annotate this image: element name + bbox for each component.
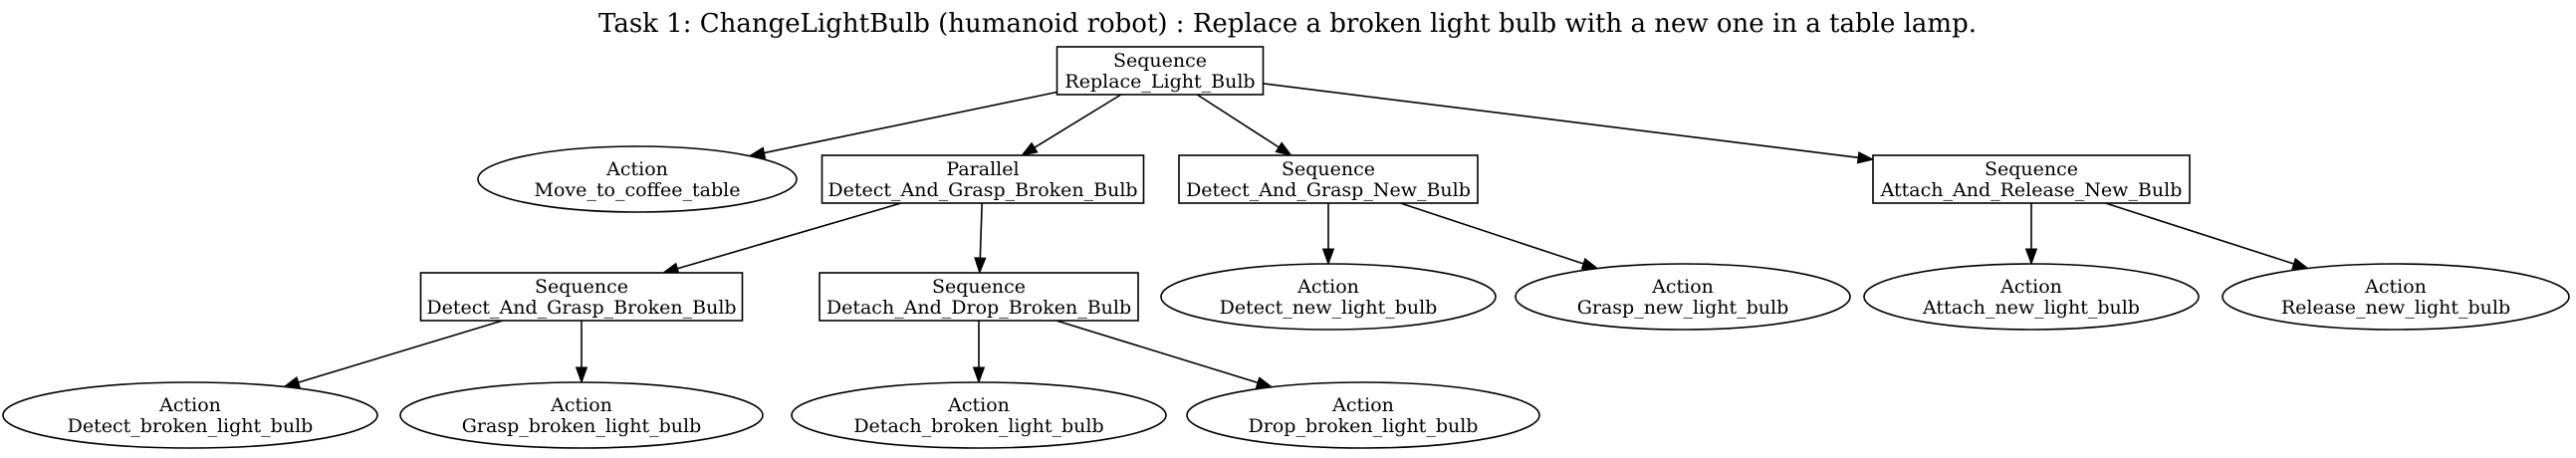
node-kind-label: Action [1651,276,1714,298]
node-ellipse [2222,263,2570,331]
node-name-label: Replace_Light_Bulb [1064,71,1255,93]
node-name-label: Move_to_coffee_table [535,179,741,201]
node-kind-label: Sequence [1985,158,2078,180]
node-box [419,272,744,322]
node-name-label: Drop_broken_light_bulb [1249,415,1479,437]
node-kind-label: Action [2364,276,2427,298]
edge-seq-detach-to-a-drop [1055,320,1259,384]
node-name-label: Detect_new_light_bulb [1220,297,1438,319]
edge-root-to-par-broken [1034,94,1122,148]
node-box [819,272,1139,322]
node-box [1055,46,1265,96]
node-kind-label: Parallel [946,158,1019,180]
edge-root-to-seq-attach [1263,83,1859,159]
edge-seq-new-to-a-grasp-new [1400,202,1584,265]
node-name-label: Detect_And_Grasp_New_Bulb [1186,179,1471,201]
arrowhead-icon [1856,151,1875,164]
nodes: SequenceReplace_Light_BulbActionMove_to_… [2,46,2570,449]
arrowhead-icon [1275,141,1293,156]
node-kind-label: Action [1999,276,2062,298]
node-name-label: Detach_broken_light_bulb [853,415,1103,437]
edge-root-to-move [764,91,1057,154]
node-ellipse [1160,263,1497,331]
node-kind-label: Sequence [535,276,628,298]
node-name-label: Attach_new_light_bulb [1922,297,2140,319]
arrowhead-icon [1580,257,1599,270]
arrowhead-icon [1020,141,1039,156]
node-name-label: Detach_And_Drop_Broken_Bulb [826,297,1131,319]
arrowhead-icon [2291,257,2310,270]
edge-seq-attach-to-a-release [2105,202,2294,265]
arrowhead-icon [1321,248,1335,266]
node-kind-label: Action [605,158,668,180]
node-ellipse [2,381,378,449]
node-ellipse [1863,263,2200,331]
edge-root-to-seq-new [1196,94,1280,148]
arrowhead-icon [1255,376,1274,389]
node-kind-label: Sequence [1113,50,1207,72]
node-box [1178,154,1479,204]
node-name-label: Attach_And_Release_New_Bulb [1880,179,2183,201]
node-kind-label: Action [1296,276,1359,298]
node-box [820,154,1145,204]
node-kind-label: Action [158,394,221,416]
node-box [1872,154,2191,204]
node-name-label: Grasp_new_light_bulb [1577,297,1789,319]
node-kind-label: Sequence [932,276,1026,298]
edges [282,83,2310,389]
node-kind-label: Action [1331,394,1394,416]
arrowhead-icon [974,257,987,275]
node-name-label: Detect_And_Grasp_Broken_Bulb [426,297,736,319]
diagram-title: Task 1: ChangeLightBulb (humanoid robot)… [598,9,1977,39]
node-ellipse [791,381,1167,449]
node-kind-label: Action [550,394,612,416]
arrowhead-icon [575,366,588,384]
node-ellipse [1515,263,1851,331]
edge-seq-broken-to-a-detect-broken [298,320,503,383]
node-kind-label: Sequence [1282,158,1375,180]
node-kind-label: Action [947,394,1010,416]
node-name-label: Release_new_light_bulb [2281,297,2510,319]
node-ellipse [1186,381,1540,449]
node-ellipse [477,145,798,213]
arrowhead-icon [2024,248,2038,266]
node-name-label: Detect_And_Grasp_Broken_Bulb [827,179,1137,201]
node-ellipse [399,381,764,449]
node-name-label: Detect_broken_light_bulb [68,415,314,437]
arrowhead-icon [972,366,986,384]
arrowhead-icon [282,376,301,388]
edge-par-broken-to-seq-detach [979,202,983,259]
node-name-label: Grasp_broken_light_bulb [462,415,702,437]
edge-par-broken-to-seq-broken [677,202,902,270]
